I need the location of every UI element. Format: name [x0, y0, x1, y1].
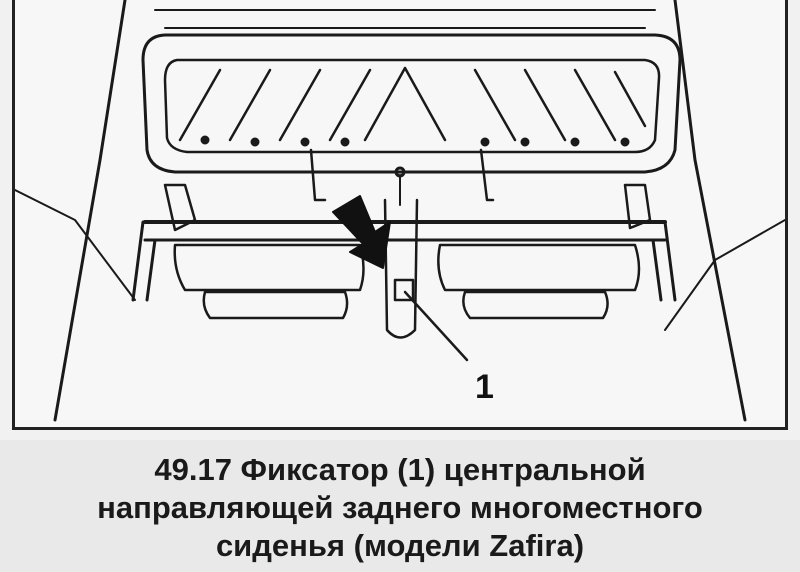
caption-line-1: 49.17 Фиксатор (1) центральной	[154, 452, 646, 487]
caption-line-3: сиденья (модели Zafira)	[215, 528, 585, 563]
callout-number: 1	[475, 368, 494, 406]
seat-line-drawing	[15, 0, 785, 422]
seat-rail-illustration: 1	[12, 0, 788, 430]
figure-caption	[0, 440, 800, 572]
caption-line-2: направляющей заднего многоместного	[97, 490, 703, 525]
